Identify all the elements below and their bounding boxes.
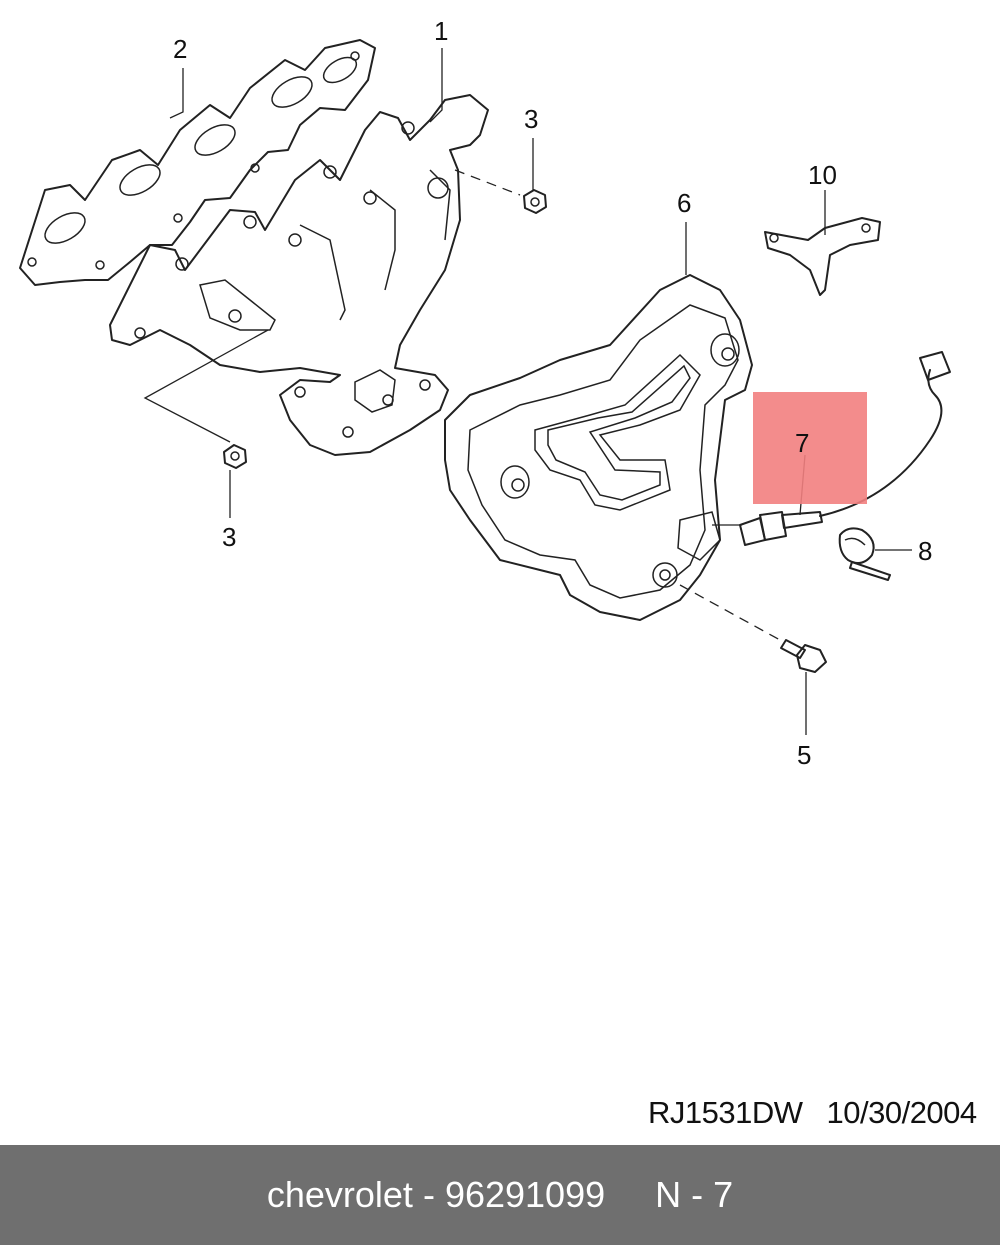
drawing-code: RJ1531DW: [648, 1095, 803, 1130]
callout-2: 2: [173, 34, 187, 64]
exploded-parts-diagram: 2 1 3 3 6 10 7 8 5: [19, 16, 951, 770]
callout-7: 7: [795, 428, 809, 458]
footer-text: chevrolet - 96291099 N - 7: [267, 1174, 733, 1216]
callout-1: 1: [434, 16, 448, 46]
callout-10: 10: [808, 160, 837, 190]
heat-shield-part-6: [444, 274, 753, 621]
footer-part-number: 96291099: [444, 1174, 606, 1215]
callout-3-top: 3: [524, 104, 538, 134]
bracket-part-10: [764, 217, 881, 296]
callout-8: 8: [918, 536, 932, 566]
footer-separator: -: [412, 1174, 445, 1215]
nut-part-3-bottom: [223, 444, 247, 469]
clip-part-8: [838, 527, 891, 581]
footer-position-label: N - 7: [655, 1174, 734, 1215]
bolt-part-5: [780, 639, 827, 673]
drawing-date: 10/30/2004: [826, 1095, 978, 1130]
exhaust-manifold-part-1: [109, 94, 489, 456]
footer-brand: chevrolet: [266, 1174, 413, 1215]
highlight-box: [753, 392, 867, 504]
callout-6: 6: [677, 188, 691, 218]
drawing-reference: RJ1531DW 10/30/2004: [648, 1095, 977, 1131]
callout-3-bottom: 3: [222, 522, 236, 552]
callout-5: 5: [797, 740, 811, 770]
nut-part-3-top: [523, 189, 547, 214]
footer-bar: chevrolet - 96291099 N - 7: [0, 1145, 1000, 1245]
leader-lines: [143, 48, 912, 735]
gasket-part-2: [19, 39, 376, 286]
oxygen-sensor-part-7: [739, 351, 951, 546]
